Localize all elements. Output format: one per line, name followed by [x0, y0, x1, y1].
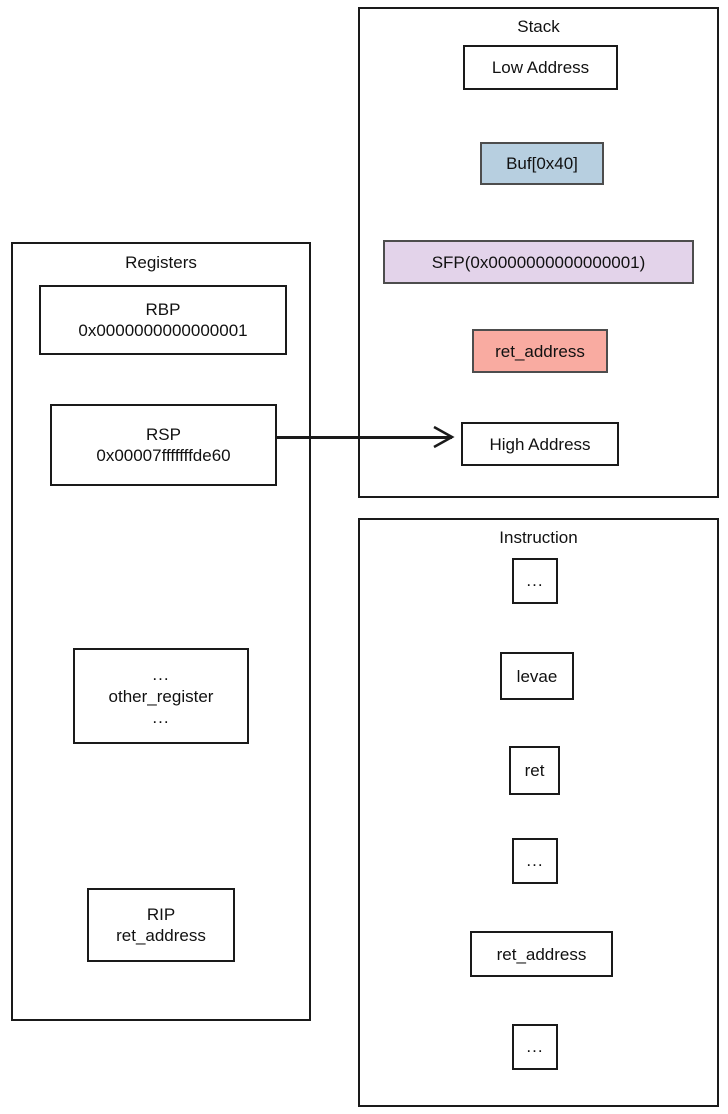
register-other-top-ellipsis: ...: [152, 664, 170, 684]
rsp-to-high-address-connector: [275, 436, 452, 439]
arrow-right-icon: [433, 425, 455, 449]
stack-cell-ret-address: ret_address: [472, 329, 608, 373]
register-rbp-name: RBP: [145, 300, 181, 319]
register-rsp: RSP 0x00007fffffffde60: [50, 404, 277, 486]
register-other: ... other_register ...: [73, 648, 249, 744]
instruction-cell-levae-label: levae: [516, 666, 558, 686]
instruction-cell-ret-address: ret_address: [470, 931, 613, 977]
register-rsp-name: RSP: [146, 425, 181, 444]
instruction-cell-0: ...: [512, 558, 558, 604]
stack-panel-title: Stack: [517, 17, 560, 36]
instruction-cell-levae: levae: [500, 652, 574, 700]
instruction-panel-title: Instruction: [499, 528, 578, 547]
register-rip-value: ret_address: [116, 926, 206, 945]
stack-cell-sfp-label: SFP(0x0000000000000001): [431, 252, 646, 272]
registers-panel-title: Registers: [125, 253, 197, 272]
instruction-cell-0-label: ...: [526, 571, 544, 590]
instruction-panel: Instruction ... levae ret ... ret_addres…: [358, 518, 719, 1107]
instruction-cell-ret-label: ret: [524, 761, 545, 780]
registers-panel: Registers RBP 0x0000000000000001 RSP 0x0…: [11, 242, 311, 1021]
register-rbp: RBP 0x0000000000000001: [39, 285, 287, 355]
stack-cell-ret-address-label: ret_address: [495, 341, 585, 361]
register-rbp-value: 0x0000000000000001: [78, 321, 248, 340]
register-other-bottom-ellipsis: ...: [152, 707, 170, 727]
stack-panel: Stack Low Address Buf[0x40] SFP(0x000000…: [358, 7, 719, 498]
instruction-cell-3-label: ...: [526, 851, 544, 870]
instruction-cell-3: ...: [512, 838, 558, 884]
register-rsp-value: 0x00007fffffffde60: [96, 446, 231, 465]
instruction-cell-ret-address-label: ret_address: [496, 944, 587, 964]
instruction-cell-ret: ret: [509, 746, 560, 795]
stack-cell-low-address-label: Low Address: [491, 58, 590, 77]
register-rip-name: RIP: [146, 905, 176, 924]
register-other-name: other_register: [108, 686, 214, 706]
instruction-cell-5-label: ...: [526, 1037, 544, 1056]
register-rip: RIP ret_address: [87, 888, 235, 962]
stack-cell-low-address: Low Address: [463, 45, 618, 90]
stack-cell-buf: Buf[0x40]: [480, 142, 604, 185]
stack-cell-high-address: High Address: [461, 422, 619, 466]
stack-cell-sfp: SFP(0x0000000000000001): [383, 240, 694, 284]
stack-cell-high-address-label: High Address: [489, 434, 591, 454]
stack-cell-buf-label: Buf[0x40]: [506, 154, 578, 173]
instruction-cell-5: ...: [512, 1024, 558, 1070]
